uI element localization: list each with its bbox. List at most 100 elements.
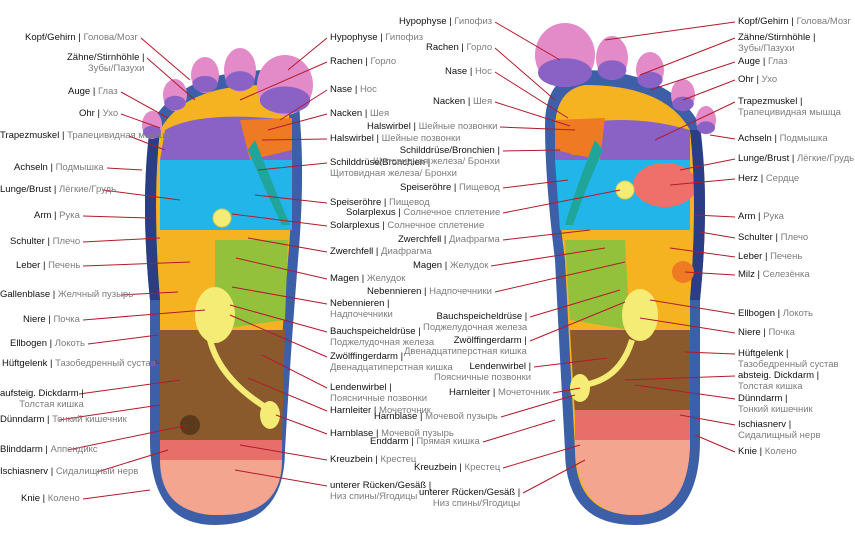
label-ru: Лёгкие/Грудь xyxy=(796,153,855,164)
right-foot-label-harnblase: Harnblase | Мочевой пузырь xyxy=(374,411,498,422)
left-foot-label-schulter: Schulter | Плечо xyxy=(10,236,80,247)
label-separator: | xyxy=(421,286,430,297)
leader-line xyxy=(82,309,206,321)
left-toe-base-5 xyxy=(143,125,161,139)
label-de: Kreuzbein xyxy=(330,454,373,465)
leader-line xyxy=(82,261,191,267)
label-ru: Плечо xyxy=(780,232,809,243)
leader-line xyxy=(229,304,328,333)
label-separator: | xyxy=(782,393,788,404)
label-separator: | xyxy=(397,351,404,362)
right-foot-label-leber: Leber | Печень xyxy=(738,251,802,262)
label-separator: | xyxy=(494,145,500,156)
left-foot-label-achseln: Achseln | Подмышка xyxy=(14,162,104,173)
right-foot-label-ellbogen: Ellbogen | Локоть xyxy=(738,308,813,319)
label-ru: Щитовидная железа/ Бронхи xyxy=(330,168,457,179)
label-separator: | xyxy=(51,210,60,221)
left-foot-label-ohr: Ohr | Ухо xyxy=(79,108,118,119)
right-foot-label-solarplexus: Solarplexus | Солнечное сплетение xyxy=(346,207,500,218)
left-toe-base-4 xyxy=(164,95,186,111)
label-ru: Прямая кишка xyxy=(416,436,480,447)
label-de: Nebennieren xyxy=(367,286,422,297)
right-kreuzbein-band xyxy=(575,410,690,440)
leader-line xyxy=(257,162,328,171)
leader-line xyxy=(275,414,328,435)
label-ru: Ухо xyxy=(102,108,119,119)
leader-line xyxy=(494,47,556,101)
label-ru: Желудок xyxy=(366,273,406,284)
label-de: Auge xyxy=(738,56,761,67)
label-ru: Зубы/Пазухи xyxy=(87,63,145,74)
label-de: Blinddarm xyxy=(0,444,43,455)
label-separator: | xyxy=(373,428,382,439)
label-separator: | xyxy=(47,358,56,369)
label-de: Schulter xyxy=(10,236,45,247)
leader-line xyxy=(639,317,736,334)
leader-line xyxy=(140,37,191,81)
label-separator: | xyxy=(44,414,53,425)
leader-line xyxy=(247,237,328,253)
label-ru: Шейные позвонки xyxy=(418,121,498,132)
left-foot-label-auge: Auge | Глаз xyxy=(68,86,118,97)
label-separator: | xyxy=(48,466,56,477)
leader-line xyxy=(604,21,736,41)
label-separator: | xyxy=(515,487,521,498)
label-separator: | xyxy=(441,234,450,245)
label-ru: Почка xyxy=(53,314,80,325)
label-separator: | xyxy=(362,108,370,119)
leader-line xyxy=(699,231,736,239)
label-de: Dünndarm xyxy=(0,414,45,425)
left-toe-base-2 xyxy=(225,71,255,91)
label-separator: | xyxy=(372,454,381,465)
label-ru: Мочеточник xyxy=(378,405,431,416)
label-ru: Пищевод xyxy=(388,197,430,208)
label-separator: | xyxy=(395,207,404,218)
label-de: Kopf/Gehirn xyxy=(738,16,789,27)
label-de: Schilddrüse/Bronchien xyxy=(399,145,495,156)
leader-line xyxy=(639,37,736,76)
right-foot-label-speiser-hre: Speiseröhre | Пищевод xyxy=(400,182,500,193)
label-de: Knie xyxy=(738,446,758,457)
leader-line xyxy=(247,377,328,412)
label-separator: | xyxy=(139,52,145,63)
left-foot-label-d-nndarm: Dünndarm | Тонкий кишечник xyxy=(0,414,127,425)
right-heel-zone xyxy=(575,440,690,515)
right-foot-label-d-nndarm: Dünndarm | Тонкий кишечник xyxy=(738,393,813,415)
label-ru: Солнечное сплетение xyxy=(403,207,501,218)
right-spleen xyxy=(672,261,694,283)
label-de: Bauchspeicheldrüse xyxy=(436,311,523,322)
left-foot-label-harnblase: Harnblase | Мочевой пузырь xyxy=(330,428,454,439)
label-ru: Тазобедренный сустав xyxy=(55,358,156,369)
label-separator: | xyxy=(78,388,84,399)
label-separator: | xyxy=(786,419,792,430)
label-separator: | xyxy=(797,96,803,107)
label-separator: | xyxy=(442,260,450,271)
right-toe-base-2 xyxy=(597,60,627,80)
label-separator: | xyxy=(521,335,527,346)
right-intestine-zone xyxy=(570,330,690,415)
right-solar-plexus xyxy=(615,180,635,200)
label-ru: Пищевод xyxy=(458,182,500,193)
leader-line xyxy=(58,404,161,421)
leader-line xyxy=(128,135,166,151)
label-de: Dünndarm xyxy=(738,393,783,404)
label-ru: Печень xyxy=(770,251,803,262)
leader-line xyxy=(499,126,576,131)
leader-line xyxy=(261,354,328,389)
label-separator: | xyxy=(94,108,103,119)
right-foot-label-unterer-r-cken-ges: unterer Rücken/Gesäß | Низ спины/Ягодицы xyxy=(419,487,520,509)
label-separator: | xyxy=(90,86,98,97)
leader-line xyxy=(82,489,151,500)
right-foot-label-milz: Milz | Селезёнка xyxy=(738,269,810,280)
left-foot-label-solarplexus: Solarplexus | Солнечное сплетение xyxy=(330,220,484,231)
label-de: Zwölffingerdarm xyxy=(453,335,522,346)
right-foot-label-absteig-dickdarm: absteig. Dickdarm | Толстая кишка xyxy=(738,370,819,392)
label-ru: Гипофиз xyxy=(454,16,493,27)
right-foot-label-nase: Nase | Нос xyxy=(445,66,492,77)
leader-line xyxy=(235,257,328,280)
leader-line xyxy=(120,291,179,296)
label-separator: | xyxy=(40,493,48,504)
right-kidney xyxy=(622,289,658,341)
label-separator: | xyxy=(46,338,55,349)
leader-line xyxy=(649,61,736,91)
